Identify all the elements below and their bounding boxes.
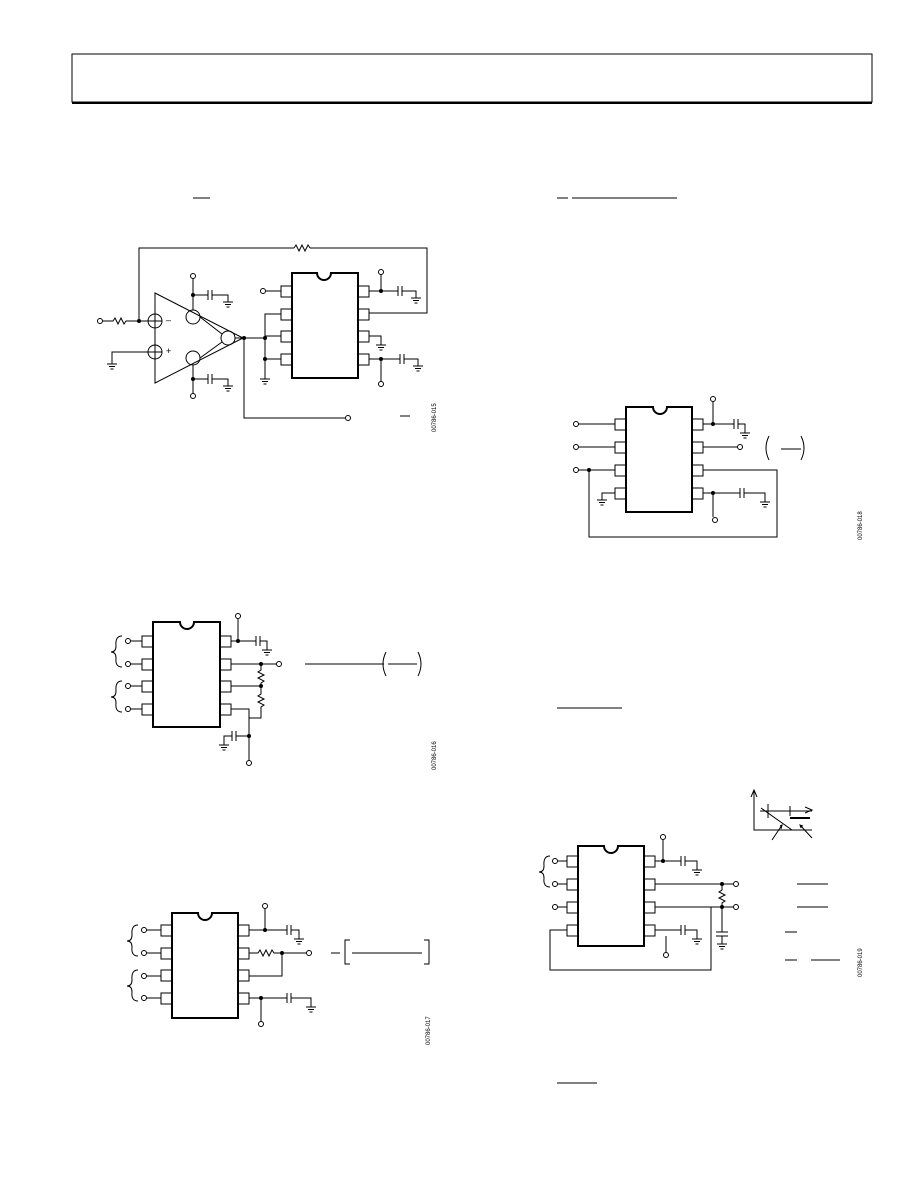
text-rules xyxy=(193,197,677,1084)
figure-17-circuit xyxy=(126,903,430,1027)
ic-package xyxy=(280,272,370,379)
figure-17-code: 00786-017 xyxy=(426,1016,432,1045)
figure-19-code: 00786-019 xyxy=(858,948,864,977)
figure-19-circuit xyxy=(538,788,840,971)
figure-15-circuit: – + xyxy=(97,243,428,421)
svg-text:+: + xyxy=(166,346,171,356)
figure-18-circuit xyxy=(573,396,805,538)
svg-text:–: – xyxy=(166,315,171,325)
figure-15-code: 00786-015 xyxy=(432,403,438,432)
page-header-box xyxy=(71,53,873,104)
figure-16-circuit xyxy=(110,613,422,766)
figure-16-code: 00786-016 xyxy=(432,741,438,770)
figure-18-code: 00786-018 xyxy=(858,511,864,540)
